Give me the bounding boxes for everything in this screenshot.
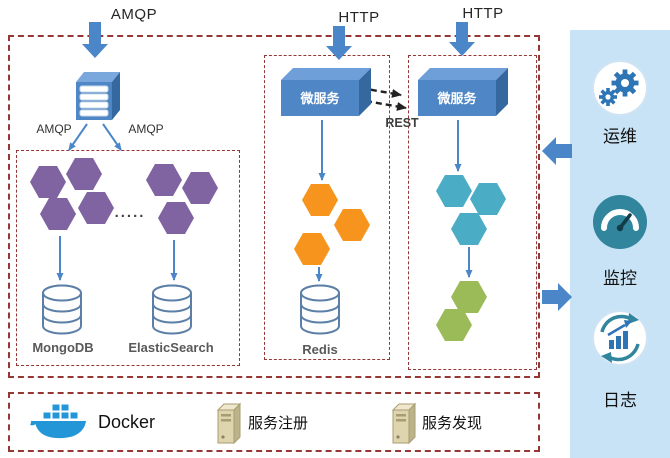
server-icon-discovery xyxy=(391,402,416,445)
system-boundary-box xyxy=(8,35,540,378)
ops-left-arrow xyxy=(542,137,572,165)
service-discovery-label: 服务发现 xyxy=(422,414,483,432)
legend-box: Docker 服务注册 服务发现 xyxy=(8,392,540,452)
right-service-label: 微服务 xyxy=(436,91,477,106)
mongodb-label: MongoDB xyxy=(32,340,94,355)
middle-service-label: 微服务 xyxy=(299,91,340,106)
amqp-right-label: AMQP xyxy=(128,122,164,136)
message-queue-icon xyxy=(76,72,120,120)
gears-icon xyxy=(592,60,648,116)
redis-label: Redis xyxy=(302,342,338,357)
http-right-label: HTTP xyxy=(462,5,504,22)
log-chart-icon xyxy=(592,310,648,366)
rest-label: REST xyxy=(385,116,419,130)
ops-side-panel: 运维 监控 日志 xyxy=(570,30,670,458)
ops-label: 运维 xyxy=(603,127,637,146)
database-cylinder-mongodb xyxy=(42,284,82,335)
docker-whale-icon xyxy=(30,403,86,439)
service-box-3d-right: 微服务 xyxy=(418,68,508,116)
elasticsearch-label: ElasticSearch xyxy=(128,340,214,355)
amqp-left-label: AMQP xyxy=(36,122,72,136)
service-registry-label: 服务注册 xyxy=(248,414,309,432)
monitor-label: 监控 xyxy=(603,269,637,288)
database-cylinder-redis xyxy=(300,284,340,335)
docker-label: Docker xyxy=(98,411,156,432)
hexagon-green-instance xyxy=(436,309,472,341)
amqp-top-label: AMQP xyxy=(110,6,158,23)
http-mid-label: HTTP xyxy=(338,9,380,26)
gauge-icon xyxy=(593,195,647,249)
service-box-3d-middle: 微服务 xyxy=(281,68,371,116)
worker-cluster-box xyxy=(16,150,240,366)
ellipsis-dots: ..... xyxy=(114,204,146,221)
database-cylinder-elasticsearch xyxy=(152,284,192,335)
server-icon-registry xyxy=(216,402,241,445)
logs-label: 日志 xyxy=(603,391,637,410)
monitor-right-arrow xyxy=(542,283,572,311)
hexagon-green-instance xyxy=(451,281,487,313)
